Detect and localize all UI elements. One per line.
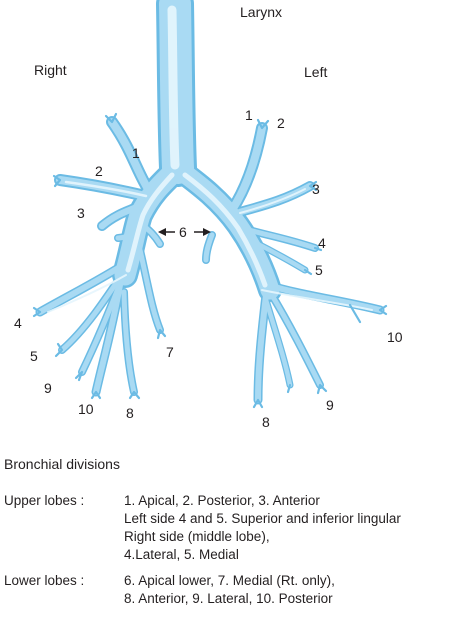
right-number-9: 9 [44,380,52,396]
right-label: Right [34,62,67,78]
lower-line-1: 6. Apical lower, 7. Medial (Rt. only), [124,573,335,588]
lower-lobes-label: Lower lobes : [4,573,85,588]
right-number-3: 3 [77,205,85,221]
left-number-5: 5 [315,262,323,278]
right-number-7: 7 [166,344,174,360]
larynx-label: Larynx [240,4,282,20]
left-number-10: 10 [387,329,403,345]
lower-line-2: 8. Anterior, 9. Lateral, 10. Posterior [124,591,333,606]
upper-line-4: 4.Lateral, 5. Medial [124,547,239,562]
right-number-10: 10 [78,401,94,417]
bronchial-tree-diagram: Larynx Right Left 1 2 3 6 4 5 9 10 8 7 1… [14,0,403,430]
left-number-4: 4 [318,235,326,251]
right-number-2: 2 [95,163,103,179]
caption-title: Bronchial divisions [4,456,120,472]
left-label: Left [304,64,327,80]
airway-fill-layer [37,0,383,403]
right-number-8: 8 [126,405,134,421]
right-number-4: 4 [14,315,22,331]
airway-twigs [32,112,388,409]
left-number-3: 3 [312,181,320,197]
left-number-8: 8 [262,414,270,430]
upper-lobes-label: Upper lobes : [4,493,85,508]
left-number-1: 1 [245,107,253,123]
right-number-5: 5 [30,348,38,364]
airway-highlight-layer [47,5,373,313]
left-number-2: 2 [277,115,285,131]
upper-line-3: Right side (middle lobe), [124,529,270,544]
arrow-left-6 [158,228,175,236]
left-number-9: 9 [326,397,334,413]
center-number-6: 6 [179,224,187,240]
arrow-right-6 [194,228,211,236]
right-number-1: 1 [132,145,140,161]
upper-line-1: 1. Apical, 2. Posterior, 3. Anterior [124,493,320,508]
upper-line-2: Left side 4 and 5. Superior and inferior… [124,511,401,526]
